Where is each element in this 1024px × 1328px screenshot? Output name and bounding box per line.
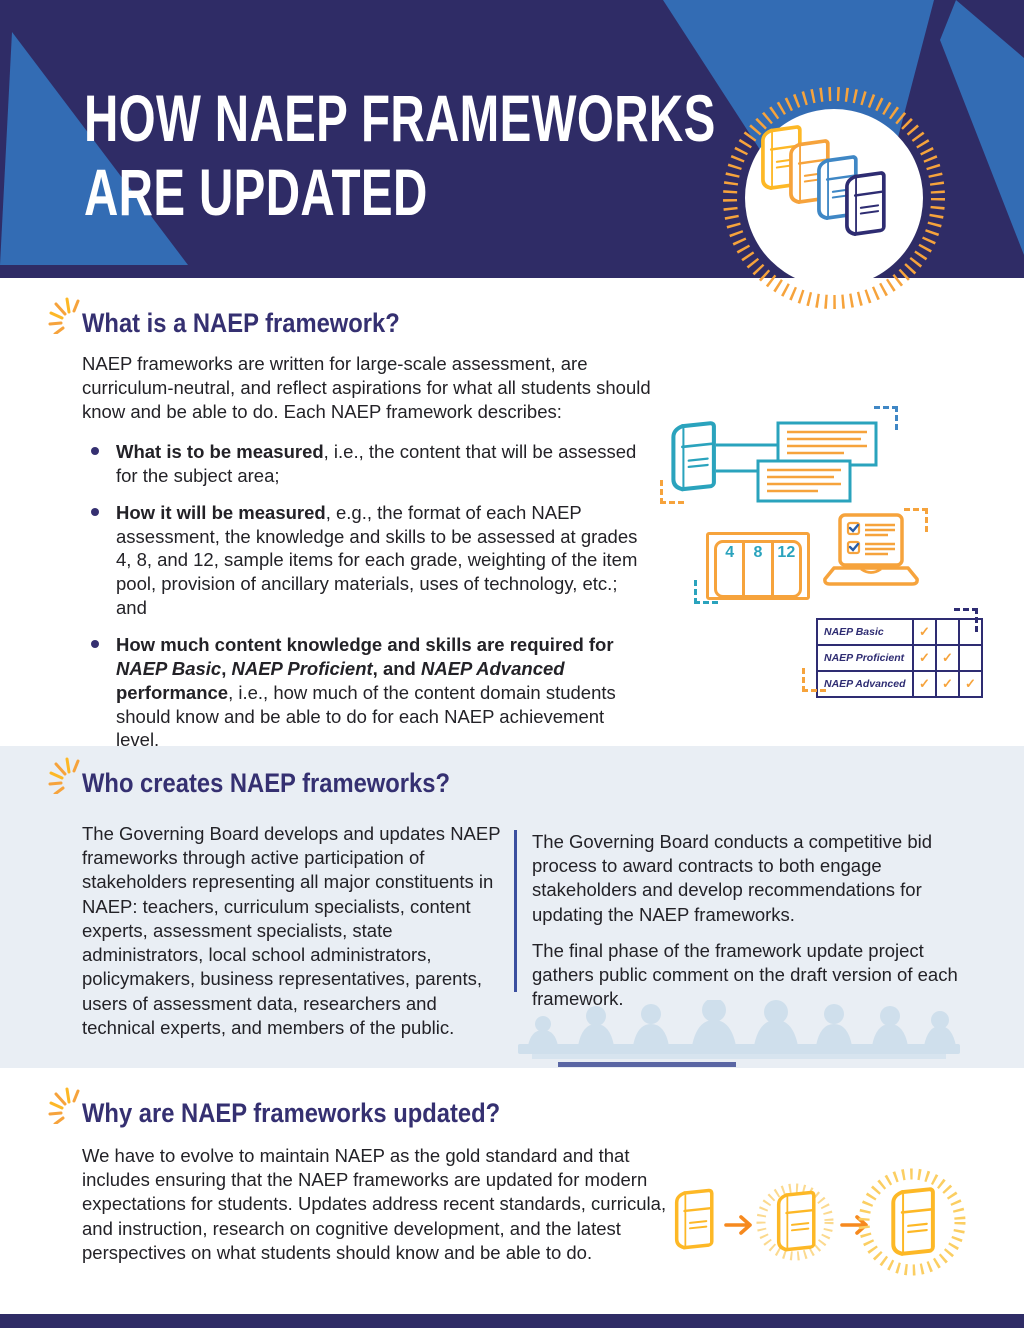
- dashed-corner-decoration: [802, 668, 826, 692]
- book-version-1-icon: [674, 1188, 714, 1251]
- grade-8-cell: 8: [745, 543, 774, 595]
- sparkle-icon: [48, 1087, 80, 1124]
- bullet-dot: [91, 507, 99, 516]
- level-label: NAEP Advanced: [818, 672, 914, 696]
- check-cell: ✓: [965, 676, 976, 691]
- header-banner: HOW NAEP FRAMEWORKS ARE UPDATED: [0, 0, 1024, 309]
- grades-4-8-12-icon: 4 8 12: [706, 532, 810, 600]
- table-row: NAEP Advanced ✓ ✓ ✓: [818, 672, 981, 696]
- check-cell: ✓: [914, 646, 937, 670]
- bullet-dot: [91, 447, 99, 455]
- who-right-column: The Governing Board conducts a competiti…: [532, 830, 972, 1012]
- dashed-corner-decoration: [660, 480, 684, 504]
- bullet-list: What is to be measured, i.e., the conten…: [86, 440, 652, 765]
- level-label: NAEP Basic: [818, 620, 914, 644]
- section-background: [0, 746, 1024, 1068]
- bullet-achievement-levels: How much content knowledge and skills ar…: [86, 633, 652, 752]
- who-left-paragraph: The Governing Board develops and updates…: [82, 823, 501, 1038]
- bottom-accent-bar: [0, 1314, 1024, 1328]
- check-cell: ✓: [914, 672, 937, 696]
- table-row: NAEP Basic ✓: [818, 620, 981, 646]
- dashed-corner-decoration: [874, 406, 898, 430]
- achievement-levels-table: NAEP Basic ✓ NAEP Proficient ✓ ✓ NAEP Ad…: [816, 618, 983, 698]
- column-divider: [514, 830, 517, 992]
- bullet-what-is-measured: What is to be measured, i.e., the conten…: [86, 440, 652, 488]
- who-right-paragraph-2: The final phase of the framework update …: [532, 939, 958, 1010]
- page-title-line1: HOW NAEP FRAMEWORKS: [84, 81, 716, 155]
- grade-4-cell: 4: [717, 543, 746, 595]
- why-paragraph: We have to evolve to maintain NAEP as th…: [82, 1145, 667, 1263]
- section-heading: What is a NAEP framework?: [82, 308, 400, 338]
- page-title: HOW NAEP FRAMEWORKS ARE UPDATED: [84, 81, 716, 230]
- check-cell: ✓: [914, 620, 937, 644]
- framework-evolution-icon: [674, 1168, 966, 1276]
- grades-panel: 4 8 12: [714, 540, 802, 598]
- book-version-3-icon: [891, 1186, 935, 1257]
- dashed-corner-decoration: [694, 580, 718, 604]
- bullet-dot: [91, 640, 99, 649]
- check-cell: ✓: [937, 646, 960, 670]
- book-version-2-icon: [776, 1190, 816, 1253]
- sparkle-icon: [48, 297, 80, 334]
- framework-content-illustration: [666, 413, 878, 503]
- who-right-paragraph-1: The Governing Board conducts a competiti…: [532, 831, 933, 925]
- bullet-how-measured: How it will be measured, e.g., the forma…: [86, 501, 652, 620]
- table-row: NAEP Proficient ✓ ✓: [818, 646, 981, 672]
- grade-12-cell: 12: [777, 544, 796, 561]
- arrow-icon: [724, 1215, 752, 1235]
- assessment-laptop-icon: [823, 513, 919, 586]
- check-cell: [937, 620, 960, 644]
- check-cell: [960, 646, 981, 670]
- section-heading: Why are NAEP frameworks updated?: [82, 1098, 501, 1128]
- dashed-corner-decoration: [954, 608, 978, 632]
- meeting-silhouette-image: [518, 1000, 960, 1067]
- dashed-corner-decoration: [904, 508, 928, 532]
- level-label: NAEP Proficient: [818, 646, 914, 670]
- section-intro-paragraph: NAEP frameworks are written for large-sc…: [82, 353, 651, 423]
- books-icon: [723, 87, 945, 309]
- books-badge: [710, 78, 958, 326]
- page-title-line2: ARE UPDATED: [84, 154, 428, 229]
- sparkle-icon: [48, 757, 80, 794]
- section-heading: Who creates NAEP frameworks?: [82, 768, 450, 798]
- check-cell: ✓: [937, 672, 960, 696]
